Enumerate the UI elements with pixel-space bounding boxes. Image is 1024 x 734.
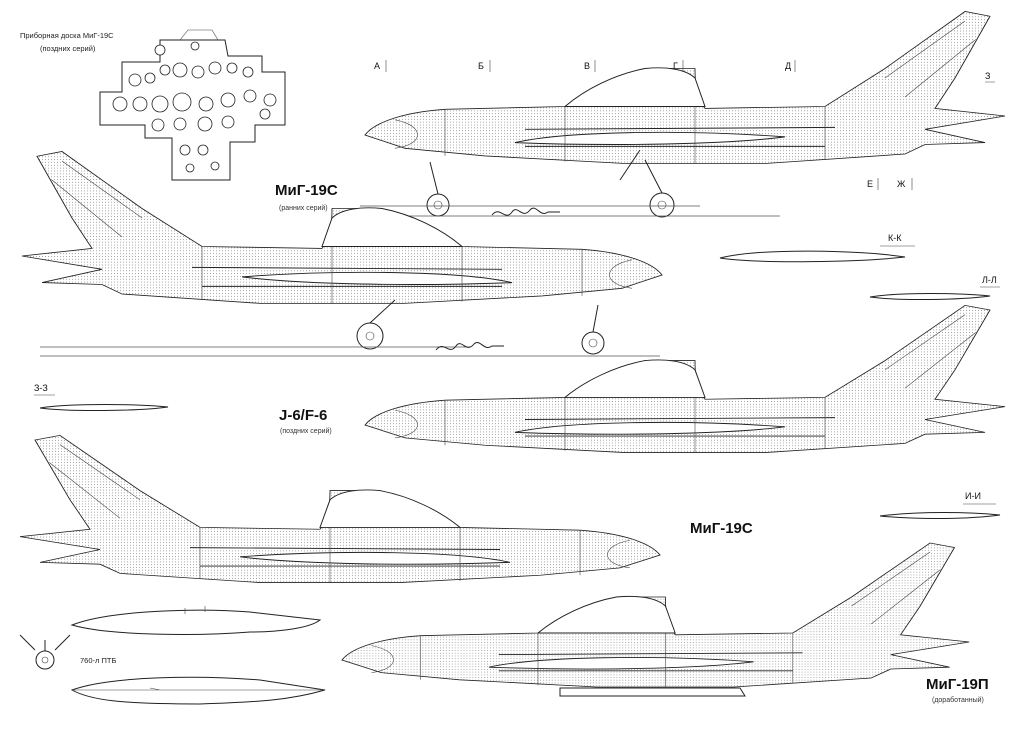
drop-tank-views	[19, 606, 326, 705]
aircraft-2-profile	[21, 151, 663, 304]
section-marker-g: Г	[673, 61, 678, 71]
section-marker-b: Б	[478, 61, 484, 71]
section-label-zz: З-З	[34, 383, 48, 393]
aircraft-title-2: J-6/F-6	[279, 407, 328, 424]
section-label-ll: Л-Л	[982, 275, 997, 285]
section-marker-ticks	[385, 60, 913, 190]
aircraft-1-gear	[360, 149, 780, 218]
panel-title: Приборная доска МиГ-19С	[20, 31, 114, 40]
signature-1994	[491, 207, 560, 216]
section-marker-z: З	[985, 71, 991, 81]
section-marker-a: А	[374, 61, 381, 71]
panel-subtitle: (поздних серий)	[40, 44, 96, 53]
aircraft-title-1: МиГ-19С	[275, 182, 338, 199]
aircraft-1-profile	[365, 11, 1005, 163]
aircraft-4-profile	[19, 434, 661, 584]
aircraft-subtitle-2: (поздних серий)	[280, 428, 332, 435]
aircraft-subtitle-4: (доработанный)	[932, 697, 984, 704]
section-label-ii: И-И	[965, 491, 981, 501]
tank-label: 760-л ПТБ	[80, 656, 117, 665]
aircraft-2-gear	[40, 299, 660, 357]
section-marker-d: Д	[785, 61, 792, 71]
section-marker-v: В	[584, 61, 591, 71]
section-marker-zh: Ж	[897, 179, 906, 189]
section-marker-e: Е	[867, 179, 874, 189]
aircraft-title-3: МиГ-19С	[690, 520, 753, 537]
airfoil-sections	[34, 81, 1001, 520]
signature-1995	[435, 342, 504, 351]
aircraft-subtitle-1: (ранних серий)	[279, 205, 328, 212]
section-label-kk: К-К	[888, 233, 902, 243]
instrument-panel-drawing	[99, 29, 286, 181]
aircraft-3-profile	[365, 305, 1005, 452]
aircraft-5-missile	[559, 687, 746, 697]
aircraft-title-4: МиГ-19П	[926, 676, 989, 693]
